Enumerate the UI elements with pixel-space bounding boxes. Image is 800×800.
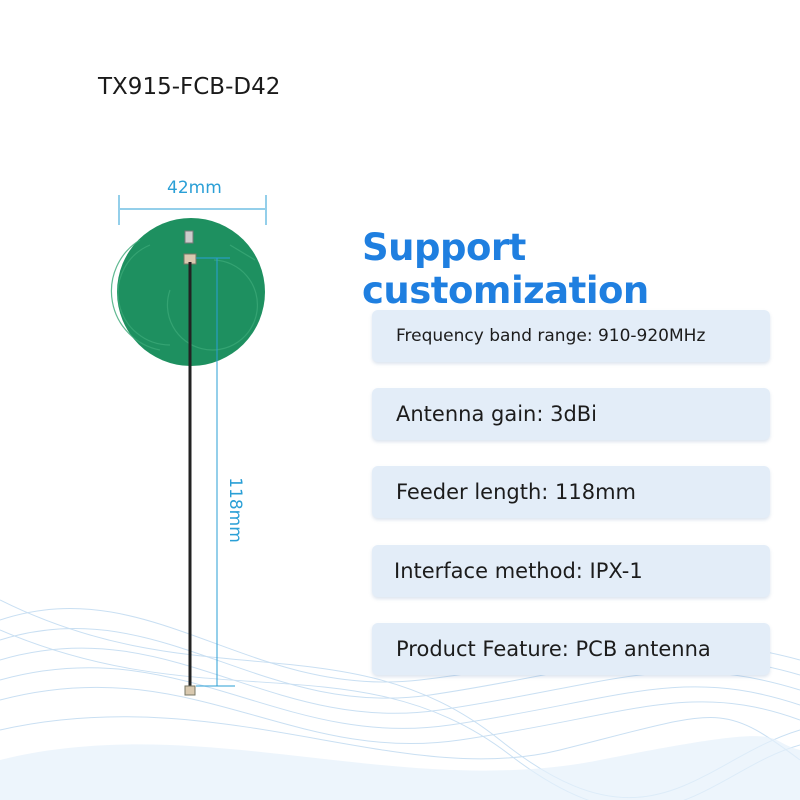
cable-length-label: 118mm [225,477,245,543]
background-waves [0,599,800,800]
support-customization-heading: Support customization [362,226,649,312]
spec-frequency: Frequency band range: 910-920MHz [372,310,770,362]
spec-gain: Antenna gain: 3dBi [372,388,770,440]
spec-interface: Interface method: IPX-1 [372,545,770,597]
spec-feeder-length: Feeder length: 118mm [372,466,770,518]
diameter-label: 42mm [167,178,222,198]
length-dimension-line [196,257,235,687]
cable-end-connector [184,685,196,696]
spec-product-feature: Product Feature: PCB antenna [372,623,770,675]
product-model-title: TX915-FCB-D42 [98,74,281,100]
ipex-connector [184,230,194,244]
width-dimension-line [118,195,267,225]
